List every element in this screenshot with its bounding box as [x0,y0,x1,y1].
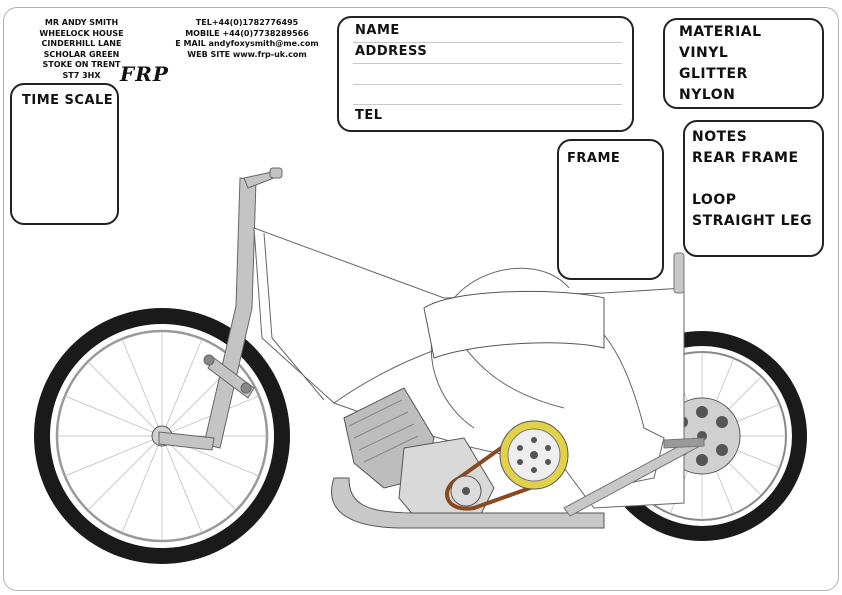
address-line: SCHOLAR GREEN [43,49,120,59]
customer-details-box: NAME ADDRESS TEL [337,16,634,132]
time-scale-box: TIME SCALE [10,83,119,225]
address-line: STOKE ON TRENT [42,60,121,69]
address-line-3 [353,104,622,105]
notes-loop: LOOP [692,192,737,208]
fuel-tank [423,290,605,359]
frp-logo: FRP [120,62,169,86]
name-line [353,42,622,43]
address-label: ADDRESS [355,44,428,59]
notes-straight-leg: STRAIGHT LEG [692,213,813,229]
material-option-vinyl: VINYL [679,45,729,61]
telephone-line: TEL+44(0)1782776495 [195,18,299,27]
tel-label: TEL [355,108,383,123]
address-line: WHEELOCK HOUSE [39,28,124,38]
material-option-nylon: NYLON [679,87,736,103]
notes-box: NOTES REAR FRAME LOOP STRAIGHT LEG [683,120,824,257]
primary-drive [445,420,569,511]
front-forks [158,167,283,451]
email-line: E MAIL andyfoxysmith@me.com [175,39,319,48]
website-line: WEB SITE www.frp-uk.com [187,49,307,59]
owner-address-block: MR ANDY SMITH WHEELOCK HOUSE CINDERHILL … [14,18,149,81]
time-scale-label: TIME SCALE [22,93,114,108]
address-line: CINDERHILL LANE [41,39,122,48]
material-heading: MATERIAL [679,24,762,40]
material-box: MATERIAL VINYL GLITTER NYLON [663,18,824,109]
notes-rear-frame: REAR FRAME [692,150,799,166]
address-line: ST7 3HX [62,70,101,80]
material-option-glitter: GLITTER [679,66,748,82]
rear-stays [563,252,705,517]
address-line-2 [353,84,622,85]
frame-box: FRAME [557,139,664,280]
address-line-1 [353,63,622,64]
notes-heading: NOTES [692,129,748,145]
address-line: MR ANDY SMITH [44,18,119,27]
frame-label: FRAME [567,151,621,166]
mobile-line: MOBILE +44(0)7738289566 [185,28,309,38]
name-label: NAME [355,23,400,38]
speedway-bike-illustration [34,167,807,564]
contact-block: TEL+44(0)1782776495 MOBILE +44(0)7738289… [152,18,342,60]
design-sheet: MR ANDY SMITH WHEELOCK HOUSE CINDERHILL … [3,7,839,591]
